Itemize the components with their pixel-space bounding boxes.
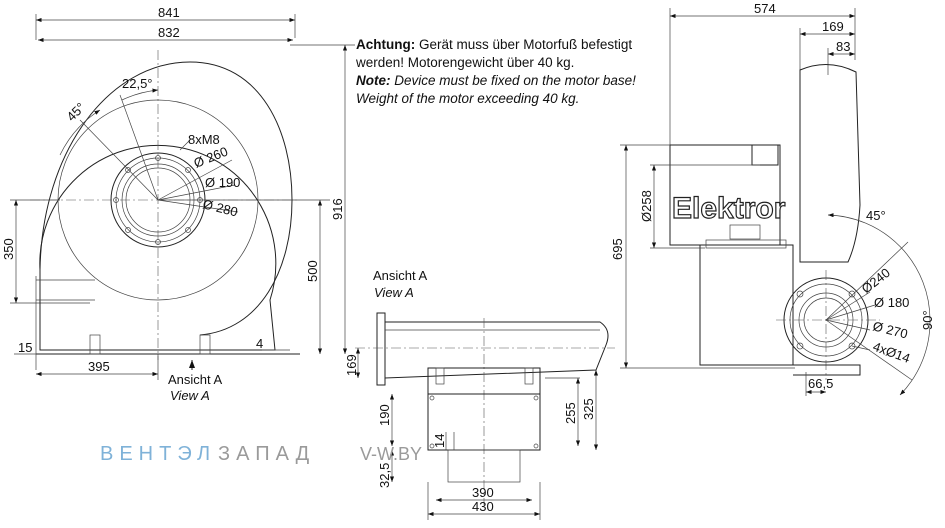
- note-german-text: Gerät muss über Motorfuß befestigt werde…: [356, 37, 633, 70]
- front-view: 841 832 916 500 350 15: [1, 5, 355, 403]
- side-dim-66-5: 66,5: [808, 376, 833, 391]
- side-bolts-4x14: 4xØ14: [871, 339, 912, 366]
- dim-4: 4: [256, 336, 263, 351]
- dia-190: Ø 190: [205, 175, 240, 190]
- watermark: ВЕНТЭЛ ЗАПАД V-W.BY: [100, 443, 422, 465]
- side-dim-574: 574: [754, 1, 776, 16]
- side-angle-45: 45°: [866, 208, 886, 223]
- side-dim-695: 695: [610, 238, 625, 260]
- side-dim-169: 169: [822, 19, 844, 34]
- front-view-label-en: View A: [170, 388, 210, 403]
- bolts-8xM8: 8xM8: [188, 132, 220, 147]
- note-german: Achtung: Gerät muss über Motorfuß befest…: [356, 36, 676, 72]
- watermark-part2: ЗАПАД: [218, 443, 315, 465]
- side-dia-180: Ø 180: [874, 295, 909, 310]
- dim-916: 916: [330, 198, 345, 220]
- view-a-title-en: View A: [374, 285, 414, 300]
- view-a-dim-390: 390: [472, 485, 494, 500]
- dim-15: 15: [18, 340, 32, 355]
- side-angle-90: 90°: [920, 310, 935, 330]
- side-dim-83: 83: [836, 39, 850, 54]
- note-german-label: Achtung:: [356, 37, 416, 52]
- angle-45: 45°: [64, 100, 89, 125]
- watermark-part1: ВЕНТЭЛ: [100, 443, 216, 465]
- view-a-dim-325: 325: [581, 398, 596, 420]
- dim-350: 350: [1, 238, 16, 260]
- view-a-dim-32-5: 32,5: [377, 463, 392, 488]
- note-english-label: Note:: [356, 73, 391, 88]
- view-a-dim-190: 190: [377, 404, 392, 426]
- dim-500: 500: [305, 260, 320, 282]
- view-a-title-de: Ansicht A: [373, 268, 428, 283]
- dim-832: 832: [158, 25, 180, 40]
- brand-elektror: Elektror: [672, 192, 786, 225]
- view-a-dim-255: 255: [563, 402, 578, 424]
- side-dia-258: Ø258: [639, 190, 654, 222]
- dia-260: Ø 260: [192, 144, 230, 171]
- view-a-dim-430: 430: [472, 499, 494, 514]
- note-english-text: Device must be fixed on the motor base! …: [356, 73, 636, 106]
- view-a: Ansicht A View A 169 190 32,5 255 325 14…: [344, 268, 615, 520]
- note-english: Note: Device must be fixed on the motor …: [356, 72, 676, 108]
- dim-395: 395: [88, 359, 110, 374]
- side-view: 574 169 83 Elektror 45°: [610, 1, 935, 396]
- mounting-note: Achtung: Gerät muss über Motorfuß befest…: [356, 36, 676, 108]
- watermark-site: V-W.BY: [360, 444, 422, 464]
- side-dia-240: Ø240: [859, 265, 893, 296]
- view-a-dim-14: 14: [432, 434, 447, 448]
- view-a-dim-169: 169: [344, 354, 359, 376]
- front-view-label-de: Ansicht A: [168, 372, 223, 387]
- angle-22-5: 22,5°: [122, 76, 153, 91]
- dim-841: 841: [158, 5, 180, 20]
